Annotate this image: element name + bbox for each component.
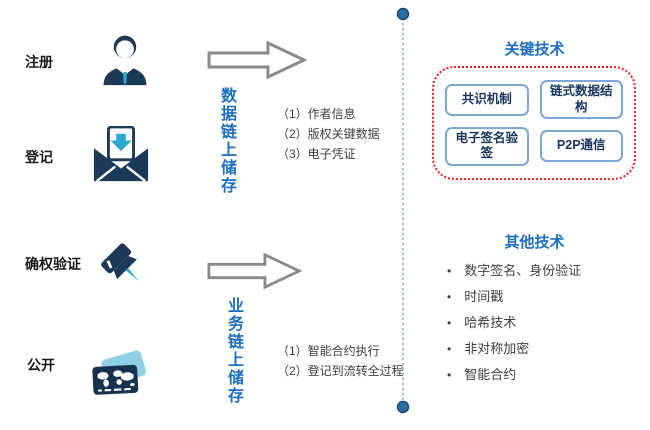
list-item-label: 非对称加密 xyxy=(464,341,530,356)
key-tech-title: 关键技术 xyxy=(504,41,565,58)
bullet-icon: • xyxy=(447,290,452,304)
list-item: （1）智能合约执行 xyxy=(277,344,380,358)
flow-arrow-icon-top xyxy=(207,40,308,85)
business-chain-items: （1）智能合约执行 （2）登记到流转全过程 xyxy=(277,341,404,381)
tech-box-e-signature: 电子签名验签 xyxy=(445,126,529,166)
step-label-verify: 确权验证 xyxy=(25,256,81,272)
list-item-label: 时间戳 xyxy=(464,289,504,304)
other-tech-list: • 数字签名、身份验证 • 时间戳 • 哈希技术 • 非对称加密 • 智能合约 xyxy=(447,258,581,388)
list-item: • 数字签名、身份验证 xyxy=(447,258,581,284)
other-tech-title: 其他技术 xyxy=(504,234,565,251)
data-chain-items: （1）作者信息 （2）版权关键数据 （3）电子凭证 xyxy=(277,104,380,164)
pushpin-icon xyxy=(97,243,153,299)
step-label-publish: 公开 xyxy=(27,357,55,373)
list-item-label: 数字签名、身份验证 xyxy=(464,263,582,278)
bullet-icon: • xyxy=(447,316,452,330)
key-tech-frame: 共识机制 链式数据结构 电子签名验签 P2P通信 xyxy=(432,66,636,180)
tech-box-consensus: 共识机制 xyxy=(445,83,529,116)
divider-dotted-line xyxy=(395,4,411,429)
list-item: （1）作者信息 xyxy=(277,107,356,121)
step-label-register: 注册 xyxy=(25,54,53,70)
list-item-label: 哈希技术 xyxy=(464,315,517,330)
data-chain-storage-label: 数据链上储存 xyxy=(218,87,235,195)
list-item: • 哈希技术 xyxy=(447,310,581,336)
list-item: • 非对称加密 xyxy=(447,336,581,362)
envelope-download-icon xyxy=(92,125,149,183)
tech-box-p2p: P2P通信 xyxy=(539,130,623,163)
business-chain-storage-label: 业务链上储存 xyxy=(225,297,242,405)
list-item: • 智能合约 xyxy=(447,362,581,388)
flow-arrow-icon-bottom xyxy=(207,251,303,296)
list-item: （3）电子凭证 xyxy=(277,147,356,161)
step-label-record: 登记 xyxy=(25,149,53,165)
tech-box-chain-structure: 链式数据结构 xyxy=(539,80,623,120)
list-item: （2）版权关键数据 xyxy=(277,127,380,141)
list-item: （2）登记到流转全过程 xyxy=(277,364,404,378)
bullet-icon: • xyxy=(447,368,452,382)
person-icon xyxy=(97,31,153,87)
bullet-icon: • xyxy=(447,264,452,278)
id-cards-globe-icon xyxy=(90,349,146,405)
list-item-label: 智能合约 xyxy=(464,367,517,382)
list-item: • 时间戳 xyxy=(447,284,581,310)
bullet-icon: • xyxy=(447,342,452,356)
